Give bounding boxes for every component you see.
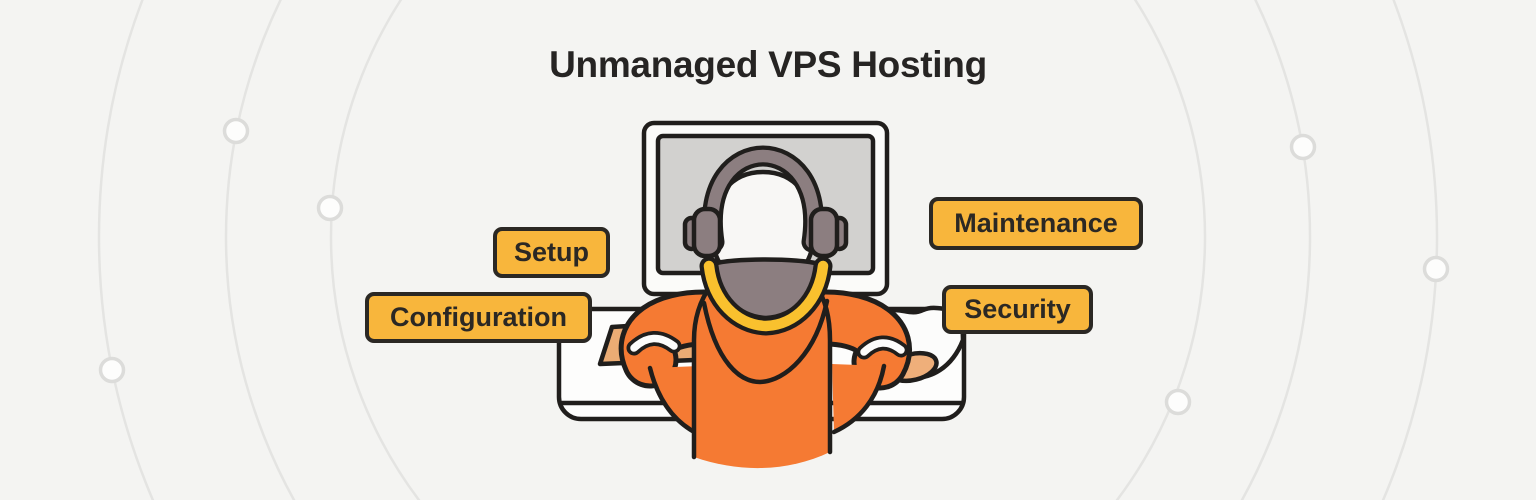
hood-trim — [703, 260, 829, 332]
orbit-node — [1164, 388, 1192, 416]
label-maintenance: Maintenance — [929, 197, 1143, 250]
person-body — [618, 256, 912, 469]
background-orbit-circles — [97, 0, 1450, 500]
orbit-circle-inner — [329, 0, 1207, 500]
orbit-node — [1422, 255, 1450, 283]
orbit-node — [222, 117, 250, 145]
right-arm-sleeve — [802, 294, 907, 386]
left-cuff-outline — [647, 365, 701, 437]
orbit-node — [316, 194, 344, 222]
orbit-node — [1289, 133, 1317, 161]
label-security: Security — [942, 285, 1093, 334]
left-arm-sleeve — [623, 294, 728, 384]
hood-drawstring — [701, 298, 830, 385]
orbit-circle-middle — [224, 0, 1312, 500]
left-cuff — [650, 366, 700, 434]
right-cuff — [832, 364, 884, 432]
headphone-cup-left — [691, 206, 723, 259]
orbit-node — [98, 356, 126, 384]
headphone-cup-right — [808, 206, 840, 259]
head-with-headphones — [682, 145, 849, 290]
label-configuration: Configuration — [365, 292, 592, 343]
orbit-circle-outer — [97, 0, 1439, 500]
left-hand — [630, 334, 678, 352]
headphones-band — [706, 149, 820, 249]
right-cuff-outline — [831, 363, 887, 435]
right-hand — [860, 339, 905, 356]
label-setup: Setup — [493, 227, 610, 278]
diagram-title: Unmanaged VPS Hosting — [549, 44, 987, 85]
person-at-computer-illustration — [556, 120, 967, 469]
